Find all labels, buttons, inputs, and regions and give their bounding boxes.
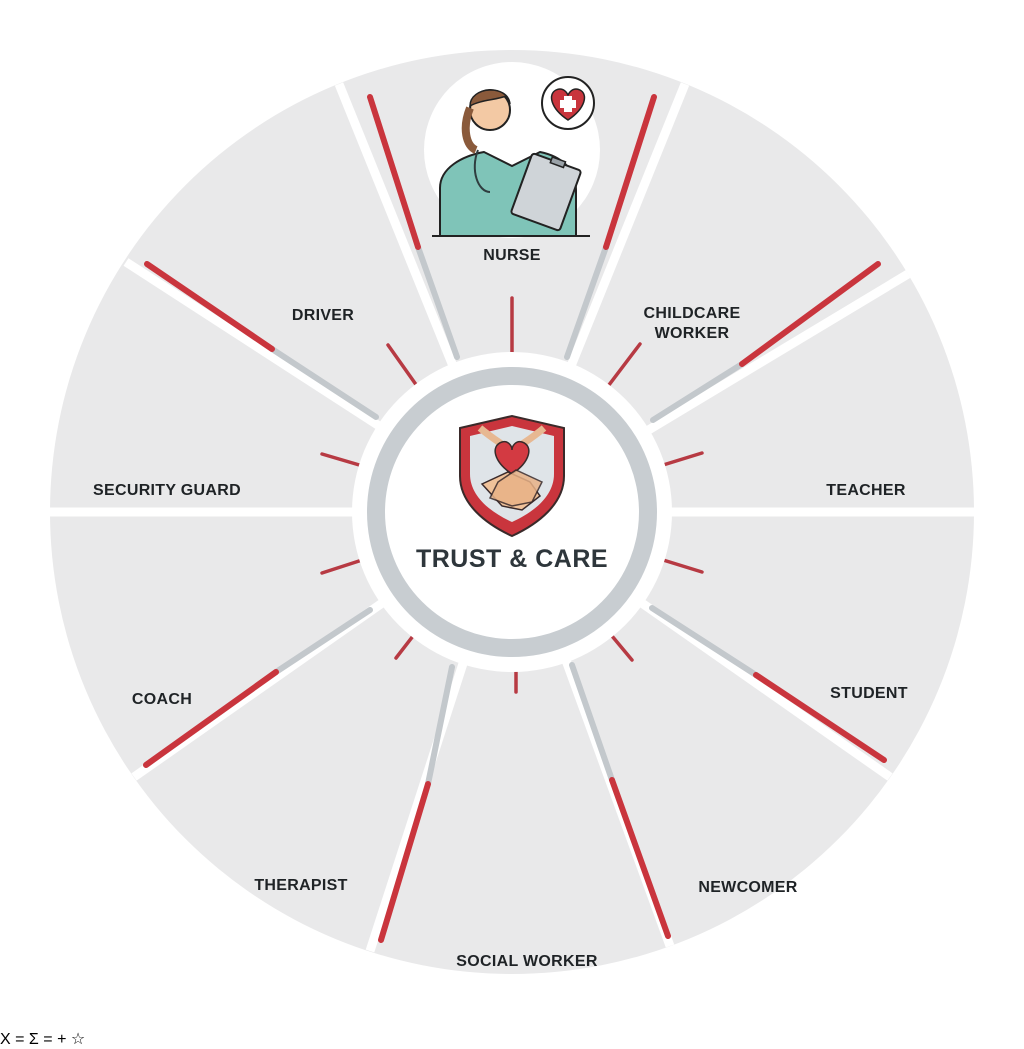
label-driver: DRIVER — [291, 307, 355, 324]
label-student: STUDENT — [830, 685, 908, 702]
hub-ring — [367, 367, 657, 657]
center-title: TRUST & CARE — [415, 545, 609, 573]
sector-teacher: X = Σ = + — [0, 1031, 71, 1048]
trust-care-wheel-diagram: X = Σ = + — [0, 50, 974, 1048]
label-teacher: TEACHER — [826, 482, 906, 499]
label-nurse: NURSE — [483, 247, 541, 264]
label-childcare-worker: CHILDCARE WORKER — [644, 304, 741, 344]
label-coach: COACH — [131, 691, 193, 708]
label-childcare-line2: WORKER — [654, 325, 730, 342]
label-security-guard: SECURITY GUARD — [93, 482, 241, 499]
teacher-at-whiteboard-illustration: X = Σ = + — [0, 1031, 67, 1048]
sector-security-guard: ☆ — [71, 1031, 85, 1048]
divider-spokes — [143, 94, 887, 943]
police-badge-icon: ☆ — [70, 1031, 86, 1048]
label-therapist: THERAPIST — [254, 877, 348, 894]
label-childcare-line1: CHILDCARE — [643, 305, 741, 322]
label-social-worker: SOCIAL WORKER — [456, 953, 598, 970]
label-newcomer: NEWCOMER — [698, 879, 798, 896]
shield-heart-handshake-icon — [459, 414, 565, 538]
nurse-with-clipboard-illustration — [432, 89, 590, 237]
sector-nurse — [424, 62, 600, 238]
heart-plus-icon — [541, 76, 595, 130]
